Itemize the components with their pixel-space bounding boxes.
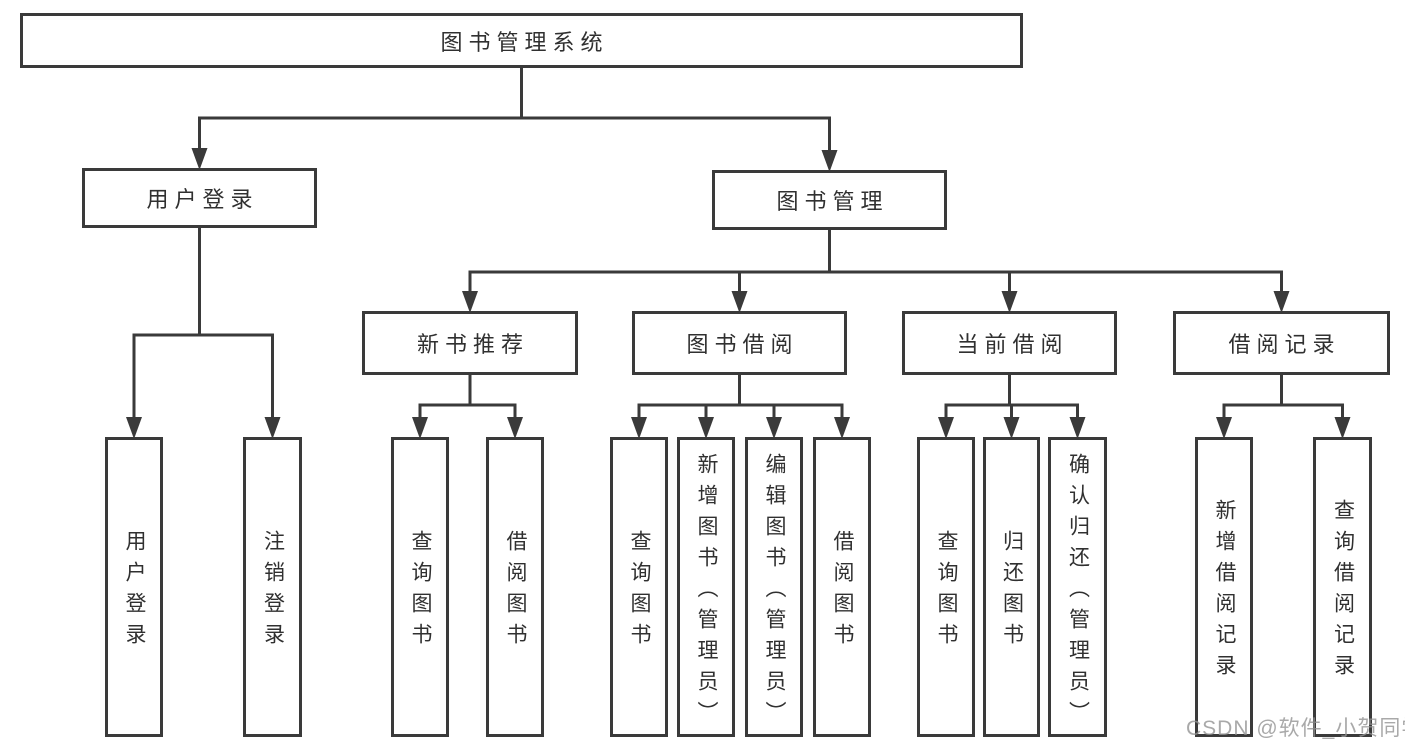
arrowhead-icon (1216, 417, 1232, 439)
node-label-book-mgmt: 图书管理 (776, 189, 889, 214)
arrowhead-icon (507, 417, 523, 439)
node-label-borrow-records: 借阅记录 (1228, 332, 1341, 357)
node-borrow-records: 借阅记录 (1173, 311, 1390, 375)
node-new-book-rec: 新书推荐 (362, 311, 578, 375)
node-label-br-add: 新增借阅记录 (1213, 499, 1236, 685)
node-label-cb-query: 查询图书 (935, 530, 958, 654)
node-label-leaf-logout: 注销登录 (261, 530, 285, 654)
arrowhead-icon (631, 417, 647, 439)
node-label-bb-edit: 编辑图书（管理员） (763, 452, 786, 732)
node-label-nb-query: 查询图书 (409, 530, 432, 654)
node-label-nb-borrow: 借阅图书 (504, 530, 527, 654)
arrowhead-icon (938, 417, 954, 439)
node-book-borrow: 图书借阅 (632, 311, 847, 375)
node-nb-query: 查询图书 (391, 437, 449, 737)
node-leaf-user-login: 用户登录 (105, 437, 163, 737)
arrowhead-icon (1069, 417, 1086, 439)
node-current-borrow: 当前借阅 (902, 311, 1117, 375)
arrowhead-icon (412, 417, 428, 439)
arrowhead-icon (1273, 291, 1290, 313)
node-label-root: 图书管理系统 (440, 29, 609, 55)
node-bb-edit: 编辑图书（管理员） (745, 437, 803, 737)
arrowhead-icon (462, 291, 478, 313)
node-book-mgmt: 图书管理 (712, 170, 947, 230)
arrowhead-icon (191, 148, 208, 170)
arrowhead-icon (126, 417, 142, 439)
node-label-bb-borrow: 借阅图书 (831, 530, 854, 654)
node-label-bb-add: 新增图书（管理员） (695, 452, 718, 732)
node-bb-add: 新增图书（管理员） (677, 437, 735, 737)
arrowhead-icon (731, 291, 748, 313)
node-label-new-book-rec: 新书推荐 (416, 332, 529, 357)
node-nb-borrow: 借阅图书 (486, 437, 544, 737)
node-label-bb-query: 查询图书 (628, 530, 651, 654)
arrowhead-icon (821, 150, 838, 172)
node-cb-confirm: 确认归还（管理员） (1048, 437, 1107, 737)
node-br-add: 新增借阅记录 (1195, 437, 1253, 737)
arrowhead-icon (766, 417, 782, 439)
node-user-login: 用户登录 (82, 168, 317, 228)
arrowhead-icon (834, 417, 850, 439)
node-label-br-query: 查询借阅记录 (1331, 499, 1355, 685)
arrowhead-icon (1001, 291, 1018, 313)
arrowhead-icon (264, 417, 281, 439)
node-bb-query: 查询图书 (610, 437, 668, 737)
arrowhead-icon (1334, 417, 1351, 439)
node-label-book-borrow: 图书借阅 (686, 332, 799, 357)
node-cb-return: 归还图书 (983, 437, 1040, 737)
node-label-user-login: 用户登录 (146, 187, 259, 212)
arrowhead-icon (698, 417, 714, 439)
node-label-cb-return: 归还图书 (1000, 530, 1024, 654)
node-cb-query: 查询图书 (917, 437, 975, 737)
node-br-query: 查询借阅记录 (1313, 437, 1372, 737)
watermark: CSDN @软件_小贺同学 (1186, 717, 1405, 740)
node-leaf-logout: 注销登录 (243, 437, 302, 737)
node-label-cb-confirm: 确认归还（管理员） (1066, 452, 1090, 732)
node-bb-borrow: 借阅图书 (813, 437, 871, 737)
node-label-current-borrow: 当前借阅 (956, 332, 1069, 357)
node-root: 图书管理系统 (20, 13, 1023, 68)
node-label-leaf-user-login: 用户登录 (123, 530, 146, 654)
arrowhead-icon (1003, 417, 1020, 439)
